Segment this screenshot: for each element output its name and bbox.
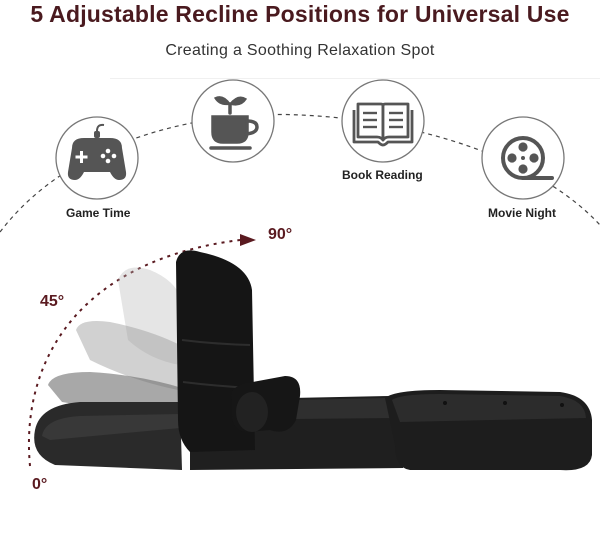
angle-label-0: 0° — [32, 476, 48, 493]
divider — [110, 78, 600, 79]
tea-cup-icon — [209, 96, 259, 150]
book-icon — [352, 102, 414, 147]
recline-angle-arc — [28, 239, 241, 467]
arrow-head-icon — [240, 234, 256, 246]
film-reel-icon — [501, 136, 554, 180]
angle-label-45: 45° — [40, 293, 65, 310]
activity-label-game-time: Game Time — [66, 206, 131, 220]
activity-label-movie-night: Movie Night — [488, 206, 556, 220]
activity-label-book-reading: Book Reading — [342, 168, 423, 182]
ghost-backrest-1 — [118, 267, 182, 365]
page-subtitle: Creating a Soothing Relaxation Spot — [165, 42, 435, 59]
sofa-footrest-right — [385, 390, 592, 471]
ghost-backrest-2 — [76, 321, 180, 390]
sofa-base-left — [34, 402, 182, 470]
page-title: 5 Adjustable Recline Positions for Unive… — [30, 1, 570, 27]
bolster-pillow — [231, 376, 301, 432]
angle-label-90: 90° — [268, 226, 293, 243]
gamepad-icon — [67, 123, 127, 180]
